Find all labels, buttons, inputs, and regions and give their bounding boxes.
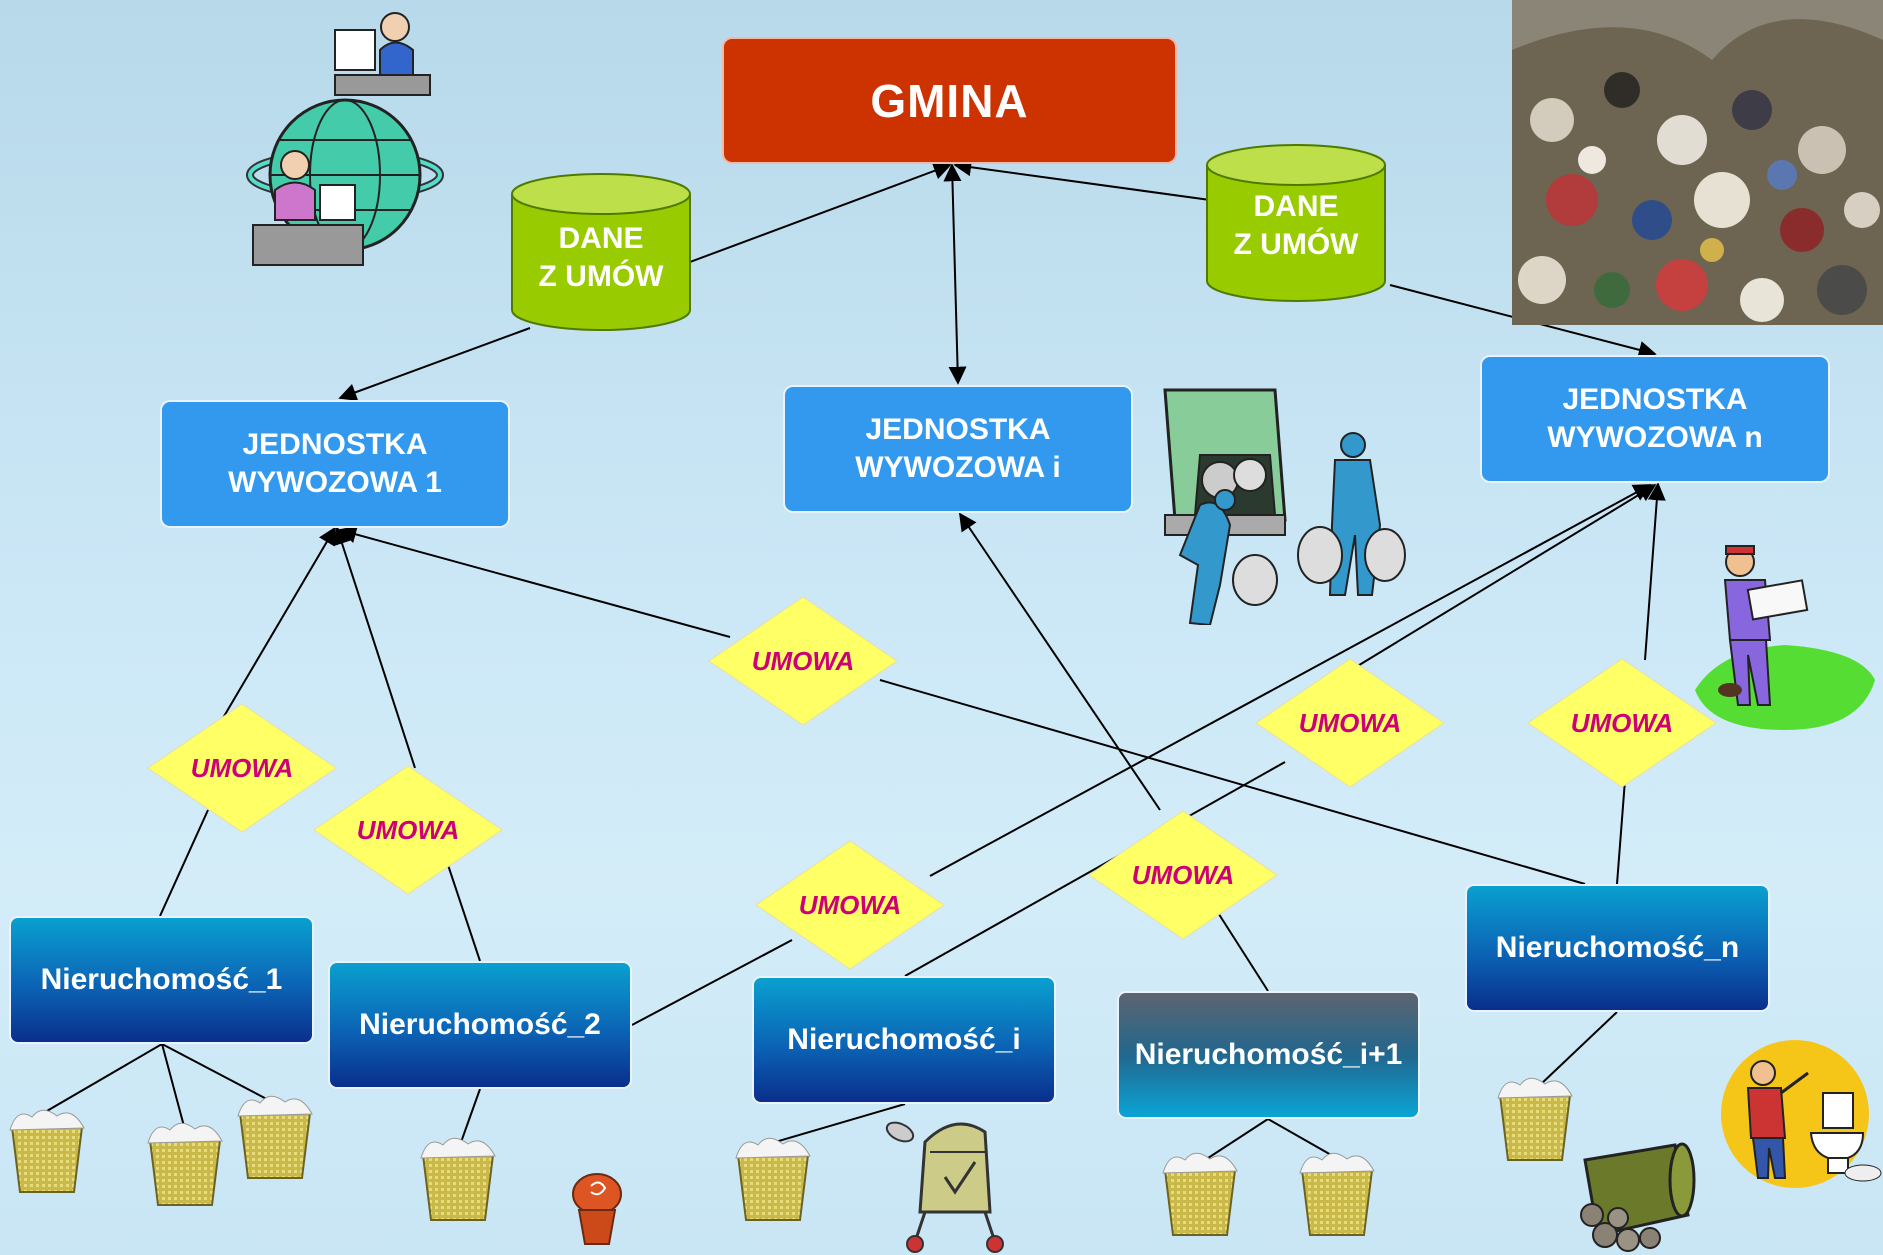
property-label: Nieruchomość_i [787, 1023, 1021, 1056]
contract-diamond: UMOWA [147, 703, 337, 833]
database-label-line1: DANE [1253, 190, 1339, 223]
call-center-globe-clipart [246, 12, 444, 266]
contract-label: UMOWA [1131, 859, 1235, 890]
contract-label: UMOWA [1298, 707, 1402, 738]
gmina-label: GMINA [870, 74, 1029, 127]
contract-diamond: UMOWA [1255, 658, 1445, 788]
bin-clipart [572, 1173, 622, 1245]
unit-label-line1: JEDNOSTKA [865, 413, 1051, 446]
inspector-on-lawn-clipart [1695, 545, 1875, 730]
contract-diamond: UMOWA [1088, 810, 1278, 940]
database-icon [1206, 144, 1386, 302]
property-box-2: Nieruchomość_2 [328, 961, 632, 1089]
unit-label-line1: JEDNOSTKA [1562, 383, 1748, 416]
contract-label: UMOWA [190, 752, 294, 783]
garbage-truck-workers-clipart [1163, 388, 1406, 625]
recycling-cart-clipart [885, 1121, 1004, 1253]
unit-label-line2: WYWOZOWA i [855, 451, 1061, 484]
database-icon [511, 173, 691, 331]
database-label-line2: Z UMÓW [1233, 228, 1359, 261]
unit-box-n: JEDNOSTKA WYWOZOWA n [1480, 355, 1830, 483]
property-box-i-plus-1: Nieruchomość_i+1 [1117, 991, 1420, 1119]
database-label-line2: Z UMÓW [538, 260, 664, 293]
unit-label-line2: WYWOZOWA n [1547, 421, 1763, 454]
trash-can-spilled-clipart [1580, 1142, 1696, 1252]
contract-label: UMOWA [798, 889, 902, 920]
unit-box-i: JEDNOSTKA WYWOZOWA i [783, 385, 1133, 513]
landfill-photo [1512, 0, 1883, 325]
unit-label-line2: WYWOZOWA 1 [228, 466, 442, 499]
contract-diamond: UMOWA [708, 596, 898, 726]
property-box-1: Nieruchomość_1 [9, 916, 314, 1044]
contract-label: UMOWA [751, 645, 855, 676]
property-label: Nieruchomość_i+1 [1134, 1038, 1403, 1071]
contract-diamond: UMOWA [755, 840, 945, 970]
unit-box-1: JEDNOSTKA WYWOZOWA 1 [160, 400, 510, 528]
property-label: Nieruchomość_n [1495, 931, 1740, 964]
database-cylinder-right: DANE Z UMÓW [1205, 143, 1387, 303]
database-label-line1: DANE [558, 222, 644, 255]
unit-label-line1: JEDNOSTKA [242, 428, 428, 461]
man-with-toilet-clipart [1721, 1040, 1882, 1188]
contract-label: UMOWA [1570, 707, 1674, 738]
property-label: Nieruchomość_2 [359, 1008, 601, 1041]
property-box-i: Nieruchomość_i [752, 976, 1056, 1104]
property-box-n: Nieruchomość_n [1465, 884, 1770, 1012]
property-label: Nieruchomość_1 [40, 963, 283, 996]
contract-diamond: UMOWA [1527, 658, 1717, 788]
gmina-box: GMINA [722, 37, 1177, 164]
database-cylinder-left: DANE Z UMÓW [510, 172, 692, 332]
contract-diamond: UMOWA [313, 765, 503, 895]
contract-label: UMOWA [356, 814, 460, 845]
